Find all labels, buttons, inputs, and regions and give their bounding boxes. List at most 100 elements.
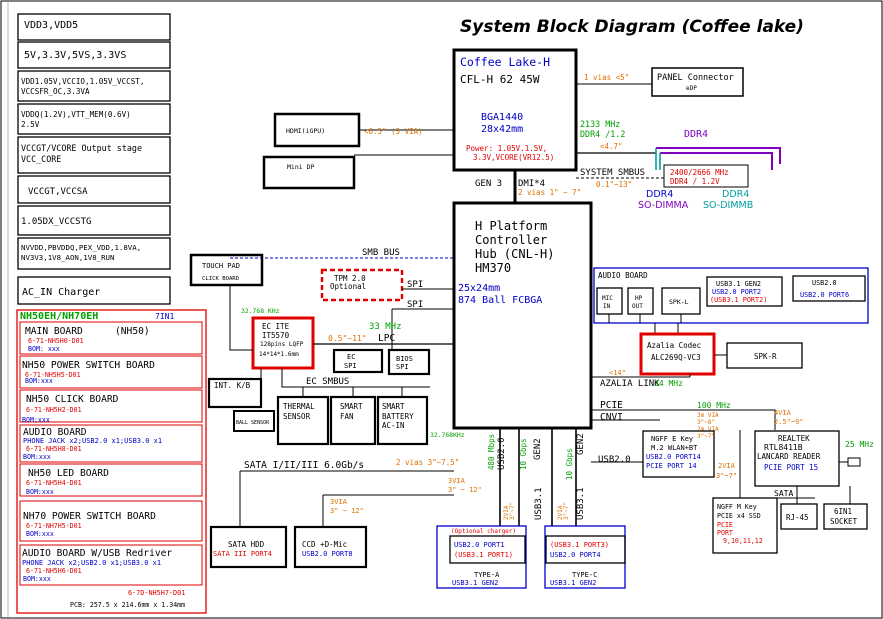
board-list-heading: NH50EH/NH70EH <box>20 311 98 322</box>
rail-vddq: VDDQ(1.2V),VTT_MEM(0.6V) <box>21 110 131 119</box>
board-audio-redriver-desc: PHONE JACK x2;USB2.0 x1;USB3.0 x1 <box>22 559 161 567</box>
rail-nvvdd: NVVDD,PBVDDQ,PEX_VDD,1.8VA, <box>21 243 141 252</box>
system-smbus-label: SYSTEM SMBUS <box>580 168 645 178</box>
ddr-speed-2: DDR4 / 1.2V <box>670 177 720 186</box>
tpm-sub: Optional <box>330 282 366 291</box>
board-click-pn: 6-71-NH5H2-D01 <box>26 406 82 414</box>
typec-via: 2VIA <box>557 505 564 520</box>
azalia-link-label: AZALIA LINK <box>600 379 660 389</box>
board-audio-redriver-name: AUDIO BOARD W/USB Redriver <box>22 548 172 559</box>
ec-lpc-label: LPC <box>378 333 395 344</box>
edp-link-label: 1 vias <5" <box>584 73 629 82</box>
pcie-via-1: 3m VIA <box>697 412 719 419</box>
keyboard-name: INT. K/B <box>214 381 251 390</box>
usb-lane-d: GEN2 <box>533 438 543 460</box>
usb31-port2-usb2: USB2.0 PORT2 <box>712 288 761 296</box>
ec-smbus-line <box>281 368 430 388</box>
ssd-sata-label: SATA <box>774 489 793 498</box>
fan-l2: FAN <box>340 412 354 421</box>
dmi-gen: GEN 3 <box>475 179 502 189</box>
ddr-dimm-bus <box>656 147 781 170</box>
rail-vdd3: VDD3,VDD5 <box>24 20 78 31</box>
lan-drops <box>796 486 851 504</box>
sata-hdd-port: SATA III PORT4 <box>213 550 272 558</box>
board-list: NH50EH/NH70EH 7IN1 MAIN BOARD (NH50) 6-7… <box>16 309 207 614</box>
ngff-e-l3: USB2.0 PORT14 <box>646 453 701 461</box>
cpu-sku: CFL-H 62 45W <box>460 73 540 86</box>
typec-length: 3"~7" <box>563 502 570 520</box>
rail-vccgt-vccsa: VCCGT,VCCSA <box>28 187 88 197</box>
ngff-m-key-box <box>712 497 778 554</box>
usb-lane-a: 480 Mbps <box>487 434 496 470</box>
touchpad-name: TOUCH PAD <box>202 262 240 270</box>
board-click-bom: BOM:xxx <box>22 416 50 424</box>
pcie-label: PCIE <box>600 400 623 411</box>
usb31-port2-gen: USB3.1 GEN2 <box>716 280 761 288</box>
ngff-e-l4: PCIE PORT 14 <box>646 462 697 470</box>
board-audio-name: AUDIO BOARD <box>23 427 87 438</box>
pch-line-3: Hub (CNL-H) <box>475 247 554 261</box>
touchpad-sub: CLICK BOARD <box>202 276 240 282</box>
ngff-m-l2: PCIE x4 SSD <box>717 512 761 520</box>
bios-spi-box <box>387 348 431 376</box>
rtc-clock: 32.768KHz <box>430 431 465 439</box>
rail-vdd1: VDD1.05V,VCCIO,1.05V_VCCST, <box>21 77 144 86</box>
ddr-speed: 2400/2666 MHz <box>670 168 729 177</box>
smb-bus-label: SMB BUS <box>362 248 400 258</box>
usb31-port2-box <box>706 276 783 307</box>
ec-spi-box <box>332 348 384 374</box>
sata-length: 2 vias 3"~7.5" <box>396 458 459 467</box>
pch-line-1: H Platform <box>475 219 547 233</box>
board-power-switch-pn: 6-71-NH5H5-D01 <box>25 371 81 379</box>
typec-port-1: (USB3.1 PORT3) <box>550 541 609 549</box>
cpu-pkg: BGA1440 <box>481 112 523 123</box>
pcie-via-2: 2m VIA <box>697 426 719 433</box>
ddr-dimm-bus-b <box>655 148 661 170</box>
thermal-l1: THERMAL <box>283 402 315 411</box>
board-audio-pn: 6-71-NH5H8-D01 <box>26 445 82 453</box>
usb31-port2-usb3: (USB3.1 PORT2) <box>710 296 767 304</box>
realtek-l4: PCIE PORT 15 <box>764 463 818 472</box>
power-rail-stack: VDD3,VDD5 5V,3.3V,5VS,3.3VS VDD1.05V,VCC… <box>17 13 171 305</box>
system-smbus-length: 0.1"~13" <box>596 180 632 189</box>
pcie-via-1b: 3"~8" <box>697 419 715 426</box>
rail-vccgt-vcore: VCCGT/VCORE Output stage <box>21 143 142 153</box>
cpu-block: Coffee Lake-H CFL-H 62 45W BGA1440 28x42… <box>452 48 578 172</box>
board-nh70-power-pn: 6-71-NH7H5-D01 <box>26 522 82 530</box>
rj45-box <box>780 503 818 530</box>
hp-out-l1: HP <box>635 295 643 302</box>
ngff-m-l5: 9,10,11,12 <box>723 537 763 545</box>
usb20-port6-box <box>792 275 866 302</box>
realtek-l1: REALTEK <box>778 434 810 443</box>
typea-length: 3" ~ 12" <box>448 486 482 494</box>
bios-spi-l2: SPI <box>396 363 409 371</box>
lan-clock: 25 MHz <box>845 440 874 449</box>
ccd-name: CCD +D-Mic <box>302 540 347 549</box>
keyboard-box <box>207 377 263 409</box>
usb-lane-c: 10 Gbps <box>519 438 528 470</box>
ec-spi-l2: SPI <box>344 362 357 370</box>
pch-pkg: 874 Ball FCBGA <box>458 295 542 306</box>
smbus-drops <box>302 387 403 397</box>
typea-port-1: USB2.0 PORT1 <box>454 541 505 549</box>
typea-via2: 2VIA <box>503 505 510 520</box>
tpm-box <box>320 268 404 302</box>
sata-hdd-name: SATA HDD <box>228 540 265 549</box>
ccd-length: 3" ~ 12" <box>330 507 364 515</box>
ec-name: EC ITE <box>262 322 290 331</box>
lan-via: 4VIA <box>774 409 792 417</box>
lan-length: 2.5"~9" <box>774 418 804 426</box>
rail-2v5: 2.5V <box>21 120 40 129</box>
typec-gen: USB3.1 GEN2 <box>550 579 596 587</box>
rail-5v: 5V,3.3V,5VS,3.3VS <box>24 50 126 61</box>
sata-bus-line <box>239 470 454 527</box>
hdmi-name: HDMI(iGPU) <box>286 127 325 135</box>
cpu-power-1: Power: 1.05V.1.5V, <box>466 144 547 153</box>
diagram-title: System Block Diagram (Coffee lake) <box>460 17 804 37</box>
touchpad-ec-line <box>229 285 253 351</box>
minidp-name: Mini DP <box>287 163 314 171</box>
spk-r-box <box>726 342 803 369</box>
usb-lane-g: USB3.1 <box>576 487 586 520</box>
tpm-name: TPM 2.0 <box>334 274 366 283</box>
realtek-l3: LANCARD READER <box>757 452 821 461</box>
